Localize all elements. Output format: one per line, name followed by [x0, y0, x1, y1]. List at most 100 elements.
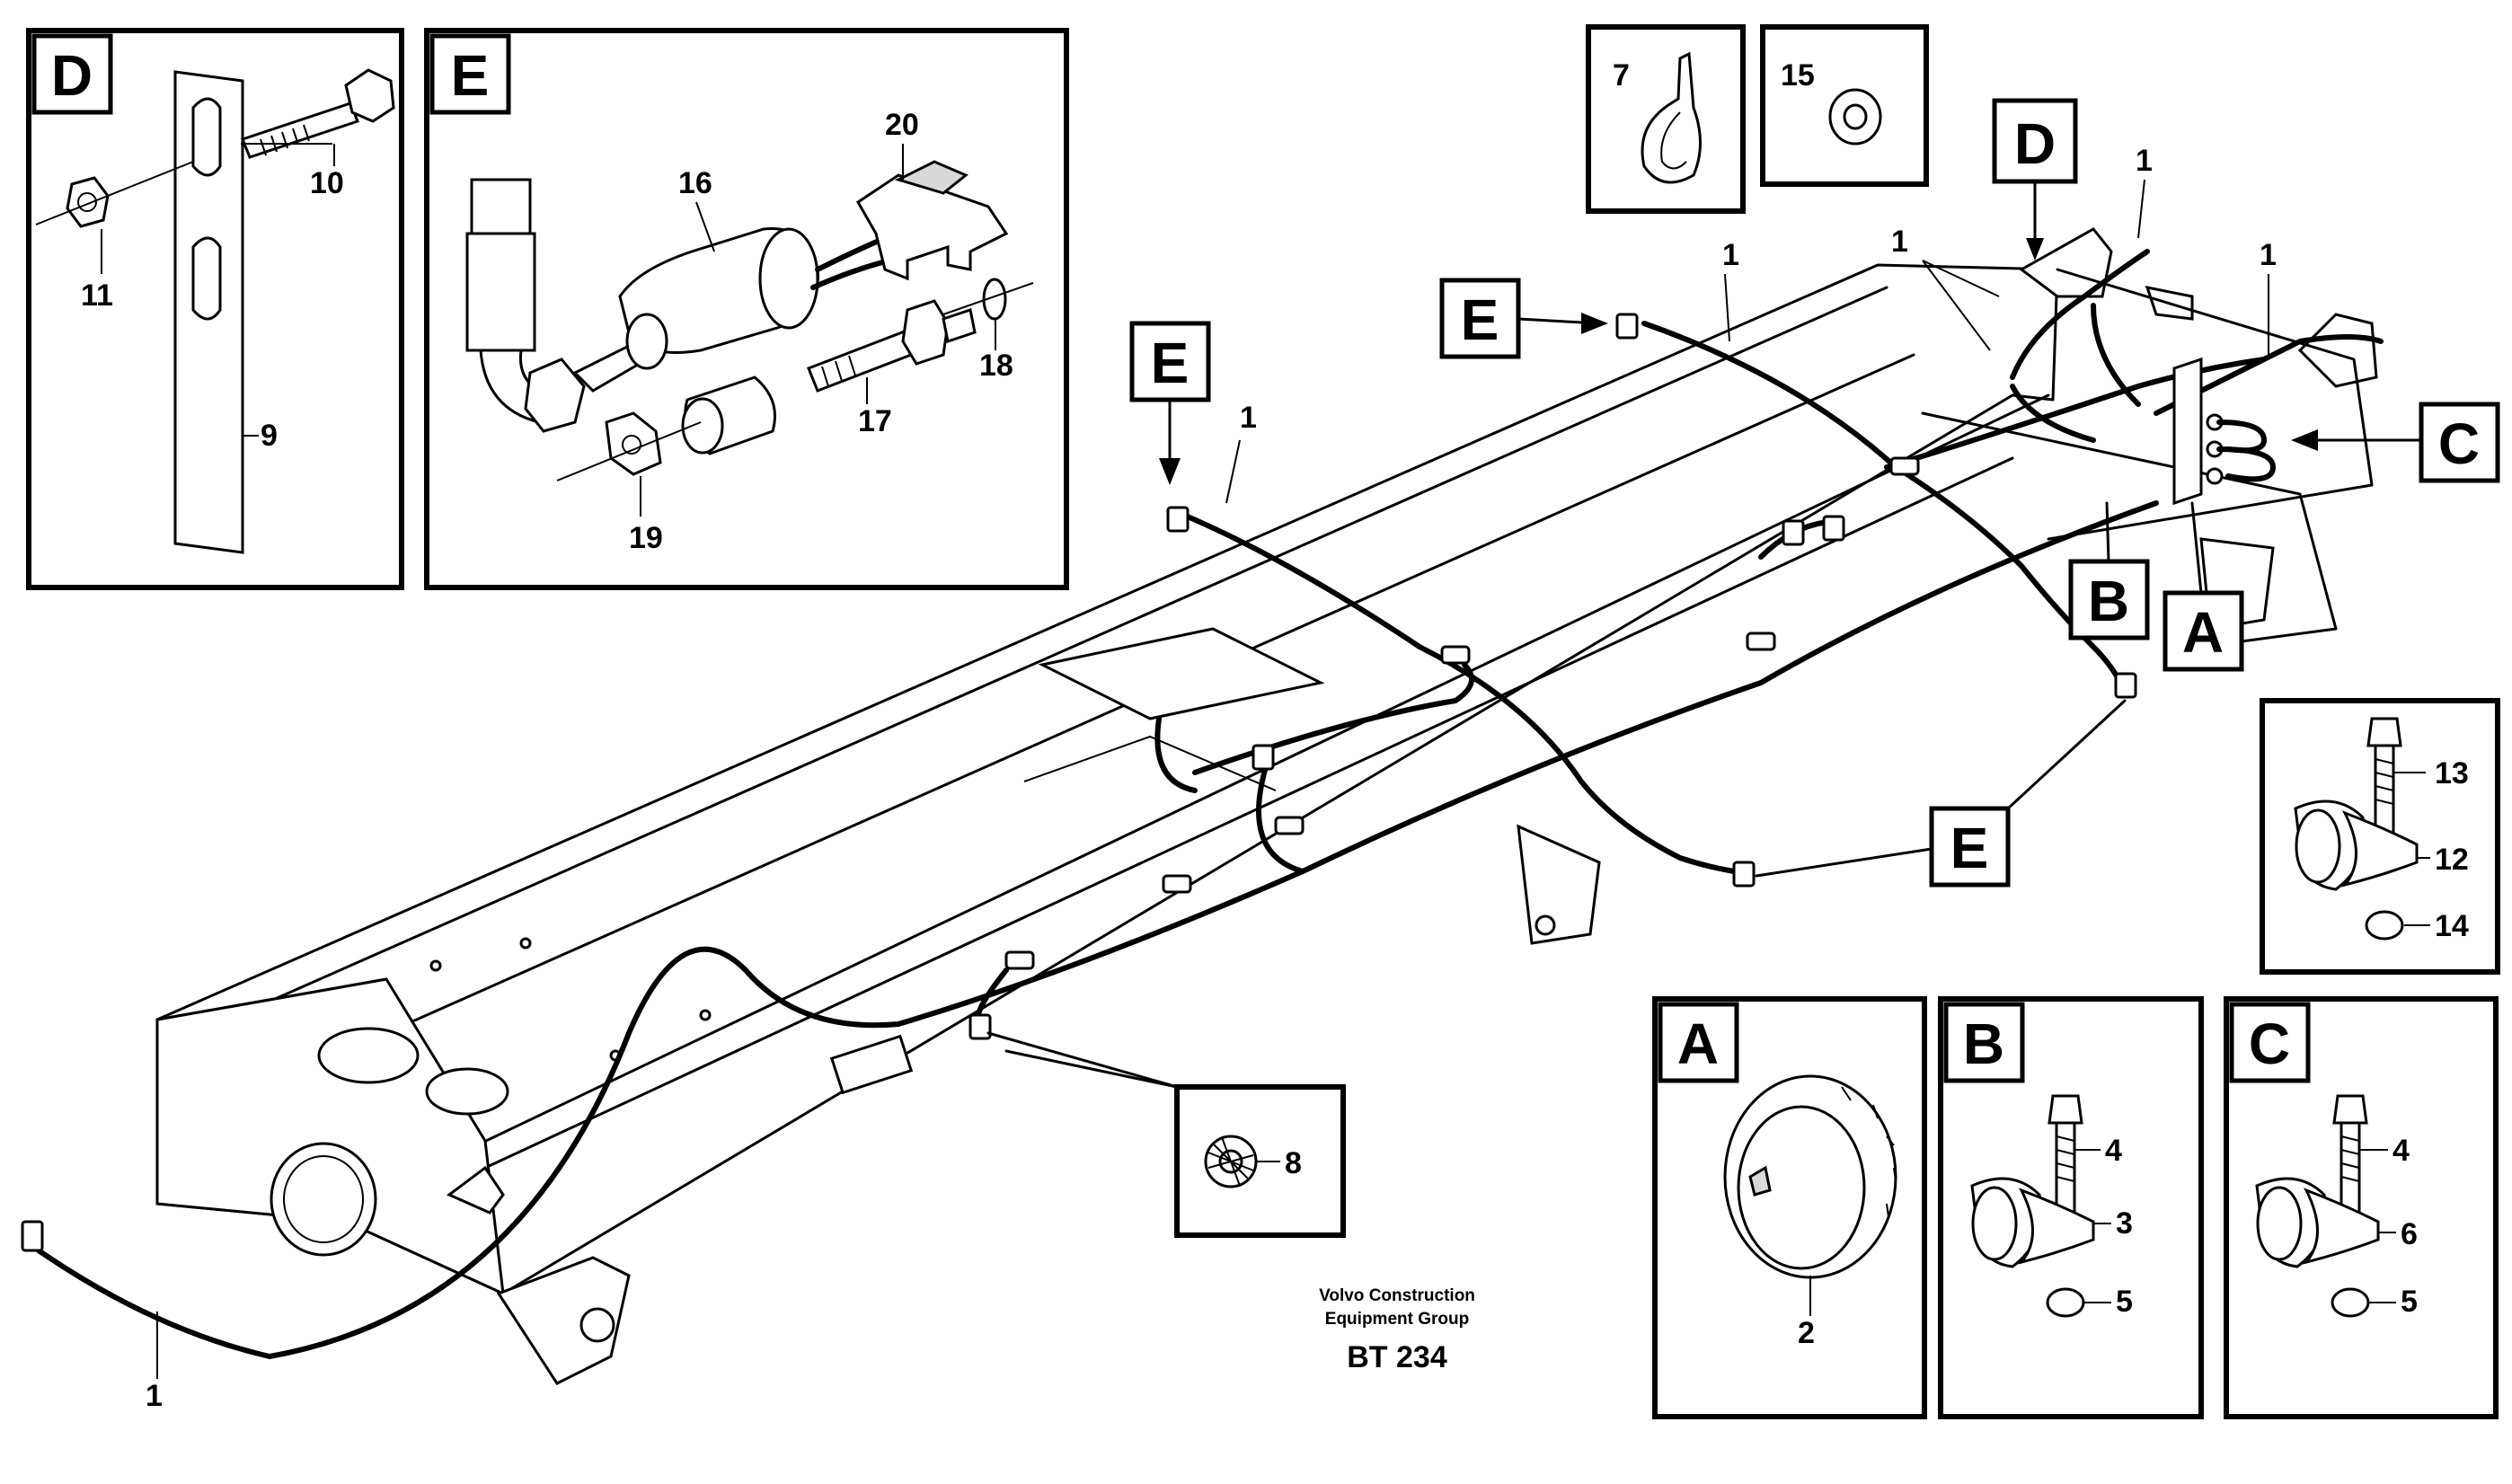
leader-line: [2190, 501, 2203, 595]
label-letter: A: [2182, 600, 2224, 665]
boom-rivet: [519, 937, 532, 950]
cable-branch: [1256, 761, 1305, 874]
callout-5: 5: [2401, 1285, 2418, 1319]
leader-line: [1225, 439, 1241, 504]
callout-1: 1: [1722, 238, 1739, 272]
callout-2: 2: [1798, 1316, 1815, 1350]
boom-mid-plate: [1023, 735, 1277, 791]
washer: [2365, 910, 2404, 941]
nut: [66, 176, 110, 228]
callout-15: 15: [1781, 58, 1815, 93]
detail-box-b: B 4 3 5: [1938, 996, 2204, 1419]
boom-rivet: [429, 959, 442, 972]
callout-9: 9: [261, 419, 278, 453]
label-letter: C: [2438, 411, 2480, 476]
label-letter: E: [1151, 331, 1190, 395]
bolt-thread: [2056, 1135, 2075, 1182]
clamp-strap: [2017, 1188, 2095, 1265]
washer: [2331, 1287, 2370, 1318]
arrowhead: [2291, 429, 2318, 451]
arrowhead: [2026, 238, 2044, 261]
washer-hole: [1843, 103, 1868, 130]
cable-plug: [1782, 519, 1805, 546]
elbow-nut: [524, 358, 586, 433]
connector: [856, 173, 1009, 281]
label-box-e: [1929, 806, 2011, 888]
sensor-nut: [625, 313, 668, 370]
cable-tee: [1004, 950, 1035, 970]
boom-side-edge: [483, 456, 2014, 1170]
callout-5: 5: [2116, 1285, 2133, 1319]
leader-line: [942, 282, 1034, 315]
cable-tie-inner: [1660, 111, 1687, 170]
boom-rivet: [699, 1009, 712, 1021]
clamp-loops: [2216, 420, 2267, 454]
label-box-a: [2163, 590, 2244, 672]
detail-box-d: D 10 11 9: [26, 28, 404, 590]
callout-4: 4: [2393, 1134, 2410, 1168]
cable-tee: [1274, 816, 1305, 835]
leader-line: [1922, 260, 1991, 351]
boom-rear-end: [2047, 268, 2374, 541]
callout-1: 1: [2136, 144, 2153, 178]
leader-line: [695, 201, 715, 252]
cable-plug: [2114, 672, 2137, 699]
callout-20: 20: [885, 108, 919, 142]
cable-plug: [1615, 313, 1639, 340]
detail-box-lock-washer: 8: [1174, 1084, 1346, 1238]
bolt: [2332, 1094, 2368, 1125]
callout-6: 6: [2401, 1217, 2418, 1251]
detail-letter: E: [451, 43, 490, 108]
leader-line: [556, 421, 702, 481]
callout-10: 10: [310, 166, 344, 200]
callout-4: 4: [2105, 1134, 2122, 1168]
label-letter: B: [2088, 569, 2129, 633]
leader-line: [35, 161, 194, 225]
main-view-labels: D E E E C B A 1 1 1: [146, 98, 2500, 1413]
fitting-hex: [901, 299, 950, 366]
fitting-thread: [821, 355, 856, 387]
callout-1: 1: [1240, 401, 1257, 435]
cable-branch: [1154, 716, 1198, 793]
callout-16: 16: [678, 166, 712, 200]
boom-nameplate: [829, 1034, 914, 1095]
callout-8: 8: [1285, 1146, 1302, 1180]
cable-tie: [1641, 51, 1702, 184]
manufacturer-line2: Equipment Group: [1325, 1310, 1469, 1329]
boom-pin-bore: [270, 1142, 377, 1257]
cable-tee: [1746, 632, 1776, 651]
boom-rear-lug: [2297, 313, 2378, 388]
callout-1: 1: [146, 1379, 163, 1413]
boom-rear-end: [1921, 411, 2338, 649]
cable-plug: [969, 1013, 992, 1040]
detail-box-a: A 2: [1652, 996, 1927, 1419]
cable-branch: [2010, 249, 2150, 380]
clamp-loops: [2216, 446, 2276, 482]
callout-14: 14: [2435, 909, 2469, 943]
boom-bracket-hole: [579, 1307, 615, 1343]
boom-pin-bore-inner: [283, 1155, 364, 1243]
callout-12: 12: [2435, 843, 2469, 877]
cable-harness: [21, 249, 2384, 1359]
boom-bore: [425, 1067, 509, 1116]
flat-bar-slot: [191, 97, 222, 177]
clamp-strap: [2340, 810, 2419, 888]
boom-bracket: [1517, 824, 1601, 945]
leader-line: [1755, 847, 1933, 878]
boom-bore: [317, 1027, 420, 1084]
cable-branch: [2010, 384, 2096, 443]
washer: [2046, 1287, 2085, 1318]
flat-bar-slot: [191, 236, 222, 321]
cable-branch: [1884, 357, 2267, 470]
bolt-thread: [2340, 1135, 2360, 1182]
arrowhead: [1581, 313, 1608, 334]
footer: Volvo Construction Equipment Group BT 23…: [1319, 1286, 1475, 1374]
leader-line: [2137, 179, 2145, 239]
detail-box-c: C 4 6 5: [2224, 996, 2499, 1419]
detail-box-e: E 20 16 18 17: [424, 28, 1069, 590]
nut-hole: [77, 192, 97, 212]
bolt-thread: [2375, 758, 2394, 805]
cable-plug: [1822, 515, 1845, 542]
hose-fitting: [465, 232, 536, 352]
detail-box-tie: 7: [1586, 24, 1746, 214]
